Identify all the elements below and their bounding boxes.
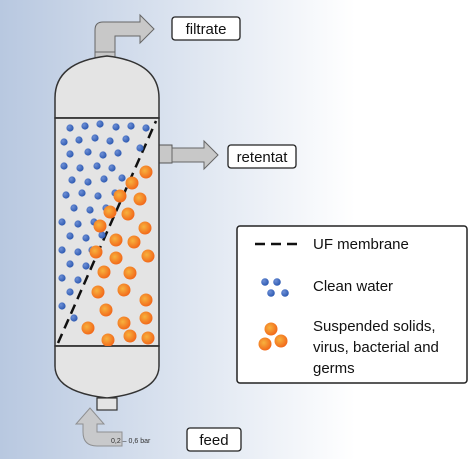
water-particle [68, 176, 76, 184]
solid-particle [89, 245, 103, 259]
vessel-top-cap [54, 55, 160, 119]
retentat-label: retentat [237, 149, 289, 166]
solid-particle [117, 316, 131, 330]
water-particle [118, 174, 126, 182]
water-particle [81, 122, 89, 130]
water-particle [66, 288, 74, 296]
water-particle [96, 120, 104, 128]
solid-particle [99, 303, 113, 317]
solid-particle [125, 176, 139, 190]
water-particle [106, 137, 114, 145]
water-particle [60, 162, 68, 170]
legend-solids-label-line1: Suspended solids, [313, 318, 436, 335]
water-particle [58, 274, 66, 282]
feed-inlet: 0,2 – 0,6 bar [74, 407, 151, 447]
suspended-solids-particles [81, 165, 155, 346]
water-particle [66, 150, 74, 158]
retentat-outlet [157, 139, 219, 171]
water-particle [84, 178, 92, 186]
water-particle [122, 135, 130, 143]
solid-particle [121, 207, 135, 221]
water-particle [76, 164, 84, 172]
water-particle [127, 122, 135, 130]
water-particle [82, 234, 90, 242]
solid-particle [141, 331, 155, 345]
solid-particle [91, 285, 105, 299]
solid-particle [133, 192, 147, 206]
water-particle [136, 144, 144, 152]
water-particle [66, 260, 74, 268]
filtrate-label: filtrate [186, 21, 227, 38]
filtrate-label-box: filtrate [171, 16, 241, 41]
solid-particle [97, 265, 111, 279]
solid-particle [138, 221, 152, 235]
feed-pipe-stub [96, 397, 118, 411]
water-particle [142, 124, 150, 132]
legend-water-label: Clean water [313, 278, 393, 295]
solid-particle [139, 311, 153, 325]
uf-membrane-line [56, 120, 158, 344]
solid-particle [109, 233, 123, 247]
water-particle [112, 123, 120, 131]
feed-label: feed [199, 432, 228, 449]
retentat-arrow [171, 139, 219, 171]
solid-particle [103, 205, 117, 219]
water-particle [58, 246, 66, 254]
solid-particle [81, 321, 95, 335]
water-particle [94, 192, 102, 200]
water-particle [58, 218, 66, 226]
solid-particle [123, 329, 137, 343]
solid-particle [127, 235, 141, 249]
legend-solids-icon [258, 322, 288, 351]
water-particle [100, 175, 108, 183]
water-particle [99, 151, 107, 159]
solid-particle [113, 189, 127, 203]
water-particle [98, 231, 106, 239]
legend-box [236, 225, 468, 384]
water-particle [75, 136, 83, 144]
water-particle [114, 149, 122, 157]
water-particle [66, 124, 74, 132]
solid-particle [139, 165, 153, 179]
solid-particle [93, 219, 107, 233]
retentat-pipe-stub [157, 144, 173, 164]
feed-arrow [74, 407, 123, 447]
water-particle [66, 232, 74, 240]
solid-particle [101, 333, 115, 346]
water-particle [84, 148, 92, 156]
feed-label-box: feed [186, 427, 242, 452]
solid-particle [109, 251, 123, 265]
water-particle [74, 248, 82, 256]
legend-solids-label-line2: virus, bacterial and [313, 339, 439, 356]
legend-water-icon [261, 278, 289, 297]
water-particle [62, 191, 70, 199]
water-particle [91, 134, 99, 142]
water-particle [108, 164, 116, 172]
water-particle [86, 206, 94, 214]
legend-solids-label-line3: germs [313, 360, 355, 377]
water-particle [74, 276, 82, 284]
retentat-label-box: retentat [227, 144, 297, 169]
water-particle [78, 189, 86, 197]
pressure-label: 0,2 – 0,6 bar [111, 438, 151, 445]
water-particle [58, 302, 66, 310]
filtrate-arrow [94, 13, 155, 53]
water-particle [82, 262, 90, 270]
water-particle [60, 138, 68, 146]
solid-particle [139, 293, 153, 307]
water-particle [74, 220, 82, 228]
solid-particle [117, 283, 131, 297]
water-particle [70, 314, 78, 322]
legend-membrane-label: UF membrane [313, 236, 409, 253]
solid-particle [141, 249, 155, 263]
legend: UF membrane Clean water Suspended solids… [236, 225, 468, 384]
solid-particle [123, 266, 137, 280]
water-particle [70, 204, 78, 212]
water-particle [93, 162, 101, 170]
